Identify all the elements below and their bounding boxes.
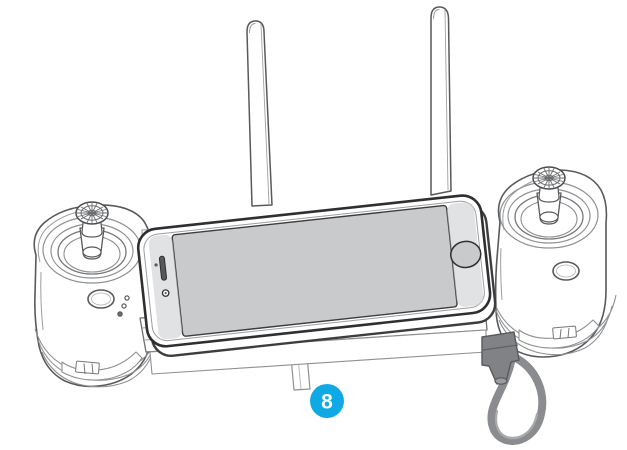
vent-slots-left <box>75 360 100 375</box>
phone-home-button <box>450 240 482 269</box>
antenna-right <box>430 6 452 196</box>
callout-badge-circle <box>310 384 344 418</box>
grip-right <box>518 319 600 349</box>
antenna-left <box>246 20 273 207</box>
phone-earpiece-speaker <box>158 255 168 281</box>
joystick-right-knurl-lines <box>533 167 565 189</box>
usb-connector-plug <box>481 331 520 385</box>
usb-cable <box>487 353 547 445</box>
joystick-right[interactable] <box>532 166 566 225</box>
joystick-left-knurl-lines <box>76 202 108 224</box>
controller-body-left <box>33 201 160 388</box>
callout-badge-number: 8 <box>321 391 333 414</box>
led-indicators <box>117 295 130 317</box>
vent-slots-right <box>552 325 577 340</box>
controller-body-right <box>491 166 617 358</box>
callout-badge: 8 <box>310 384 344 418</box>
button-left[interactable] <box>87 289 115 309</box>
button-right[interactable] <box>552 261 580 281</box>
smartphone <box>136 194 497 357</box>
joystick-left[interactable] <box>75 201 109 260</box>
